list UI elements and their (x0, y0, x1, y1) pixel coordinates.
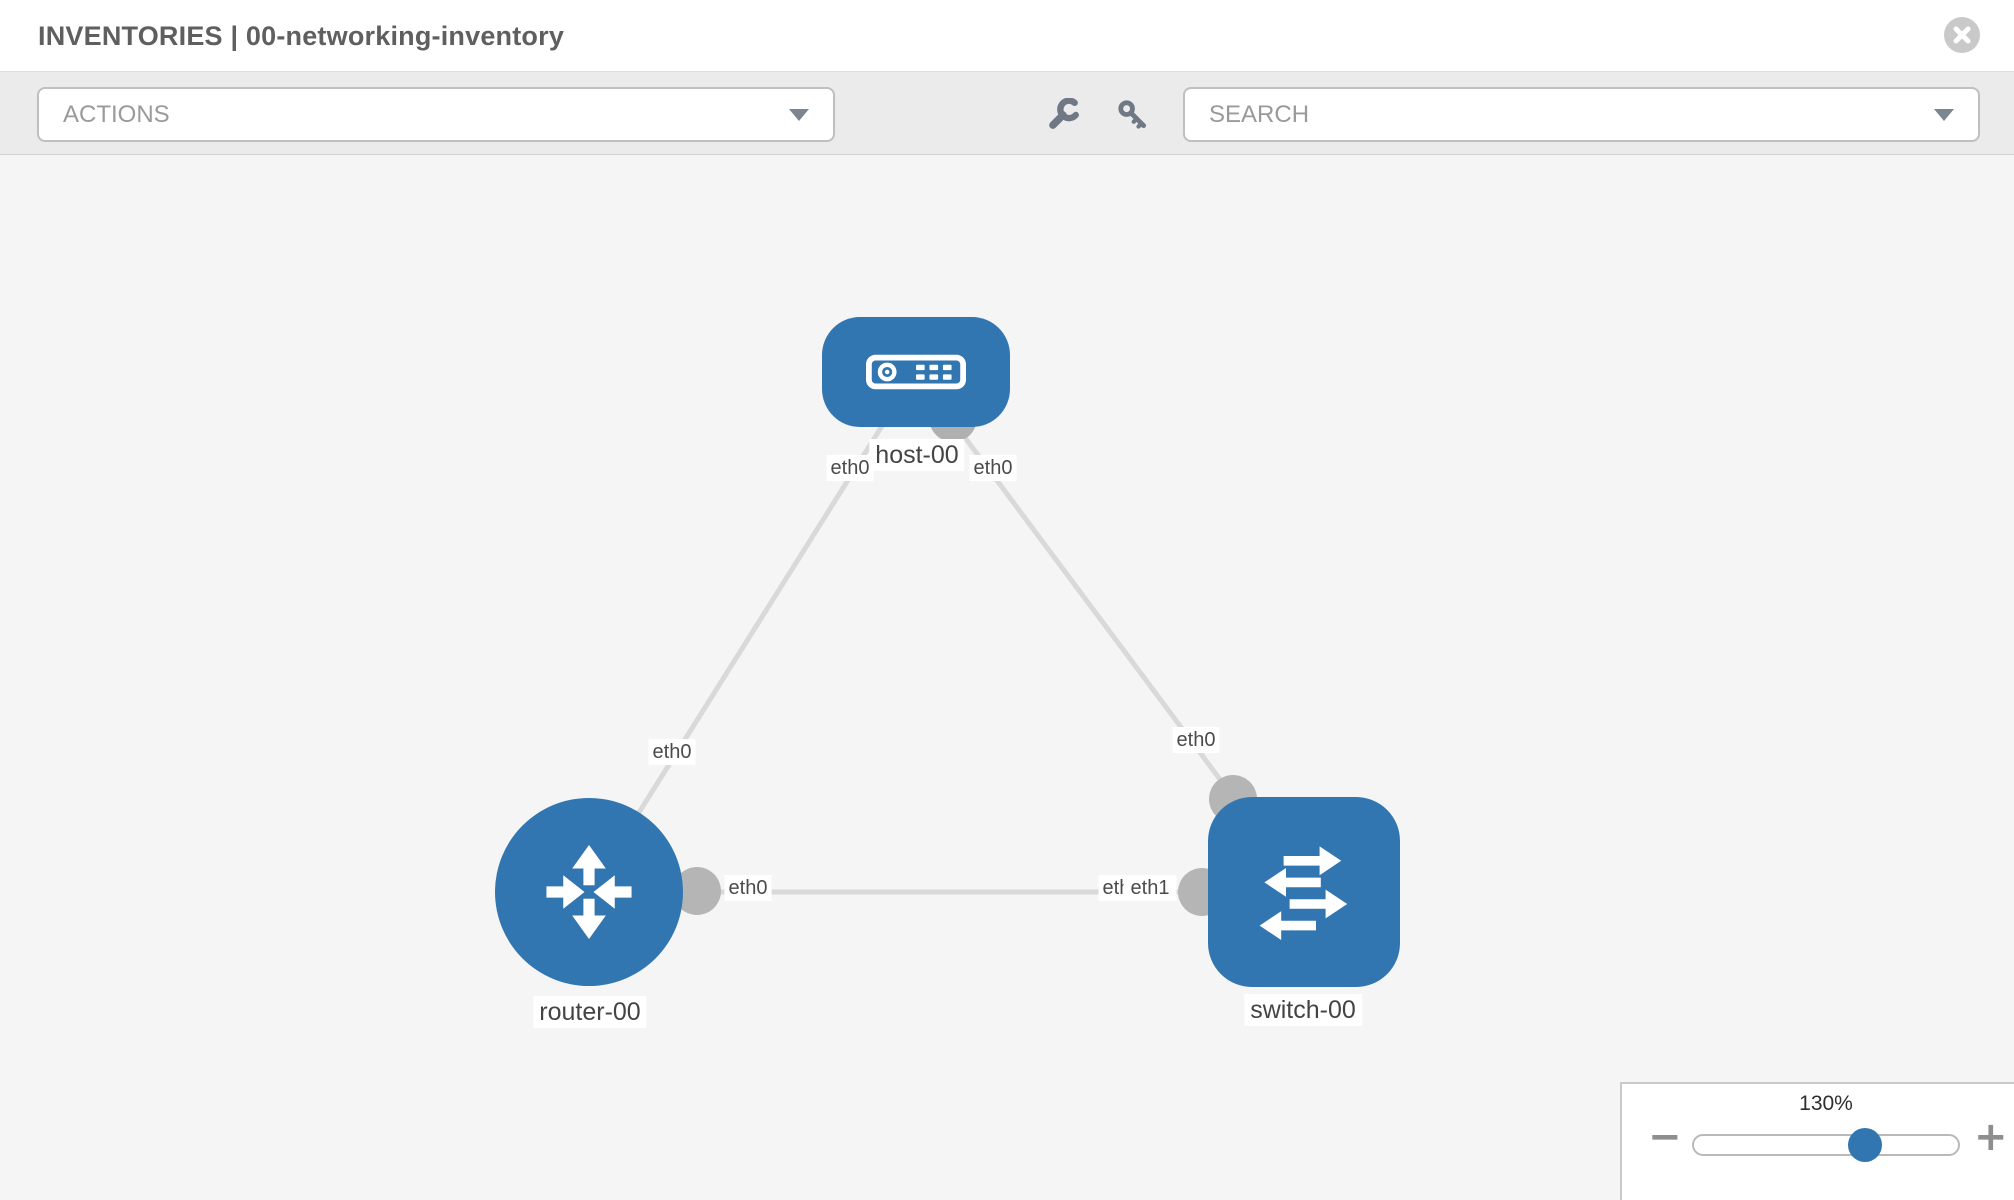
topology-canvas[interactable]: eth0 eth0 host-00 eth0 eth0 eth0 eth0 et… (0, 155, 2014, 1200)
zoom-control-panel: 130% − + (1620, 1082, 2014, 1200)
page-title: INVENTORIES | 00-networking-inventory (38, 21, 565, 51)
zoom-out-button[interactable]: − (1648, 1114, 1682, 1160)
interface-label: eth0 (724, 875, 772, 901)
zoom-level-value: 130% (1799, 1092, 1853, 1115)
search-dropdown-label: SEARCH (1209, 100, 1310, 128)
search-dropdown[interactable]: SEARCH (1183, 87, 1980, 142)
node-label-host-00: host-00 (869, 439, 965, 471)
switch-icon (1259, 846, 1348, 940)
close-button[interactable] (1944, 17, 1980, 53)
interface-dot-router[interactable] (673, 867, 721, 915)
key-icon (1118, 100, 1147, 129)
actions-dropdown[interactable]: ACTIONS (37, 87, 835, 142)
interface-label: eth0 (648, 739, 696, 765)
node-switch-00[interactable] (1208, 797, 1400, 987)
configure-button[interactable] (1045, 97, 1081, 133)
close-icon (1953, 26, 1971, 44)
zoom-slider-track[interactable] (1692, 1134, 1960, 1156)
node-host-00[interactable] (822, 317, 1010, 427)
interface-label: eth0 (826, 455, 874, 481)
node-label-router-00: router-00 (533, 996, 647, 1028)
actions-dropdown-label: ACTIONS (63, 100, 170, 128)
chevron-down-icon (1934, 108, 1954, 121)
interface-label: eth0 (1172, 727, 1220, 753)
header: INVENTORIES | 00-networking-inventory (0, 0, 2014, 72)
chevron-down-icon (789, 108, 809, 121)
host-icon (866, 354, 966, 390)
zoom-slider-handle[interactable] (1848, 1128, 1882, 1162)
wrench-icon (1049, 98, 1079, 129)
node-label-switch-00: switch-00 (1244, 994, 1362, 1026)
interface-label: eth0 (969, 455, 1017, 481)
node-router-00[interactable] (495, 798, 683, 986)
interface-label: eth1 (1123, 875, 1177, 901)
zoom-in-button[interactable]: + (1974, 1114, 2008, 1160)
credentials-button[interactable] (1115, 97, 1151, 133)
toolbar: ACTIONS SEARCH (0, 72, 2014, 155)
router-icon (546, 844, 632, 940)
